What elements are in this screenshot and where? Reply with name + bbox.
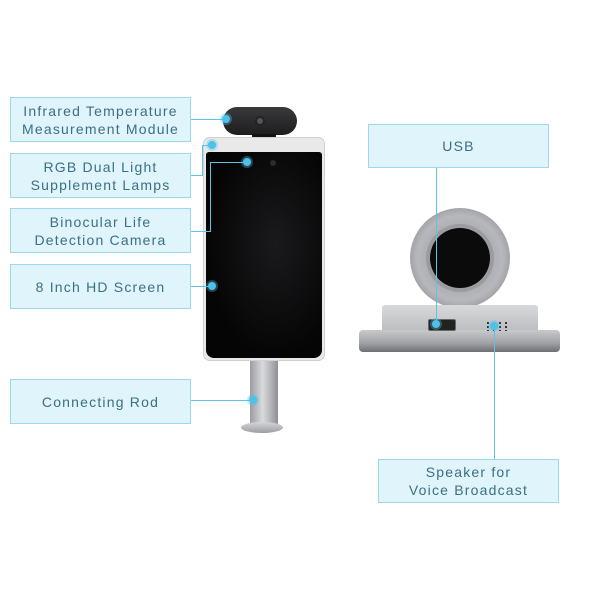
marker-dot-rod [249, 396, 257, 404]
label-text: Measurement Module [22, 120, 179, 137]
panel-bottom-face [382, 305, 538, 333]
thermal-module [223, 107, 297, 135]
label-text: 8 Inch HD Screen [35, 278, 166, 295]
label-usb: USB [368, 124, 549, 168]
marker-dot-usb [432, 320, 440, 328]
marker-dot-infrared [222, 115, 230, 123]
speaker-grille [499, 322, 501, 331]
leader-line-infrared [190, 119, 228, 120]
label-text: Detection Camera [34, 231, 167, 248]
leader-line-rgb [202, 145, 211, 146]
secondary-camera [270, 160, 276, 166]
marker-dot-speaker [490, 322, 498, 330]
label-text: Speaker for [425, 464, 512, 480]
label-rgb-lamps: RGB Dual Light Supplement Lamps [10, 153, 191, 198]
thermal-mount [252, 134, 276, 139]
mount-tube-hole [430, 228, 490, 288]
connecting-rod [250, 361, 278, 425]
label-binocular-camera: Binocular Life Detection Camera [10, 208, 191, 253]
leader-line-binocular [190, 231, 211, 232]
rod-base [241, 422, 283, 433]
label-connecting-rod: Connecting Rod [10, 379, 191, 424]
marker-dot-screen [208, 282, 216, 290]
label-text: Supplement Lamps [30, 176, 171, 193]
label-text: Connecting Rod [41, 393, 160, 410]
label-text: Voice Broadcast [408, 482, 529, 498]
leader-line-usb [436, 167, 437, 323]
leader-line-screen [190, 286, 212, 287]
label-text: Binocular Life [49, 213, 152, 230]
label-text: RGB Dual Light [43, 158, 158, 175]
label-infrared-module: Infrared Temperature Measurement Module [10, 97, 191, 142]
label-hd-screen: 8 Inch HD Screen [10, 264, 191, 309]
thermal-lens [255, 116, 265, 126]
label-text: USB [442, 138, 475, 154]
speaker-grille [505, 322, 507, 331]
leader-line-binocular [210, 162, 246, 163]
marker-dot-binocular [243, 158, 251, 166]
marker-dot-rgb [208, 141, 216, 149]
leader-line-rgb [190, 175, 202, 176]
label-speaker: Speaker for Voice Broadcast [378, 459, 559, 503]
label-text: Infrared Temperature [23, 102, 178, 119]
leader-line-binocular [210, 162, 211, 232]
panel-base-edge [359, 330, 560, 352]
hd-screen [206, 152, 322, 358]
leader-line-rgb [202, 145, 203, 176]
leader-line-speaker [494, 322, 495, 460]
leader-line-rod [190, 400, 252, 401]
speaker-grille [487, 322, 489, 331]
